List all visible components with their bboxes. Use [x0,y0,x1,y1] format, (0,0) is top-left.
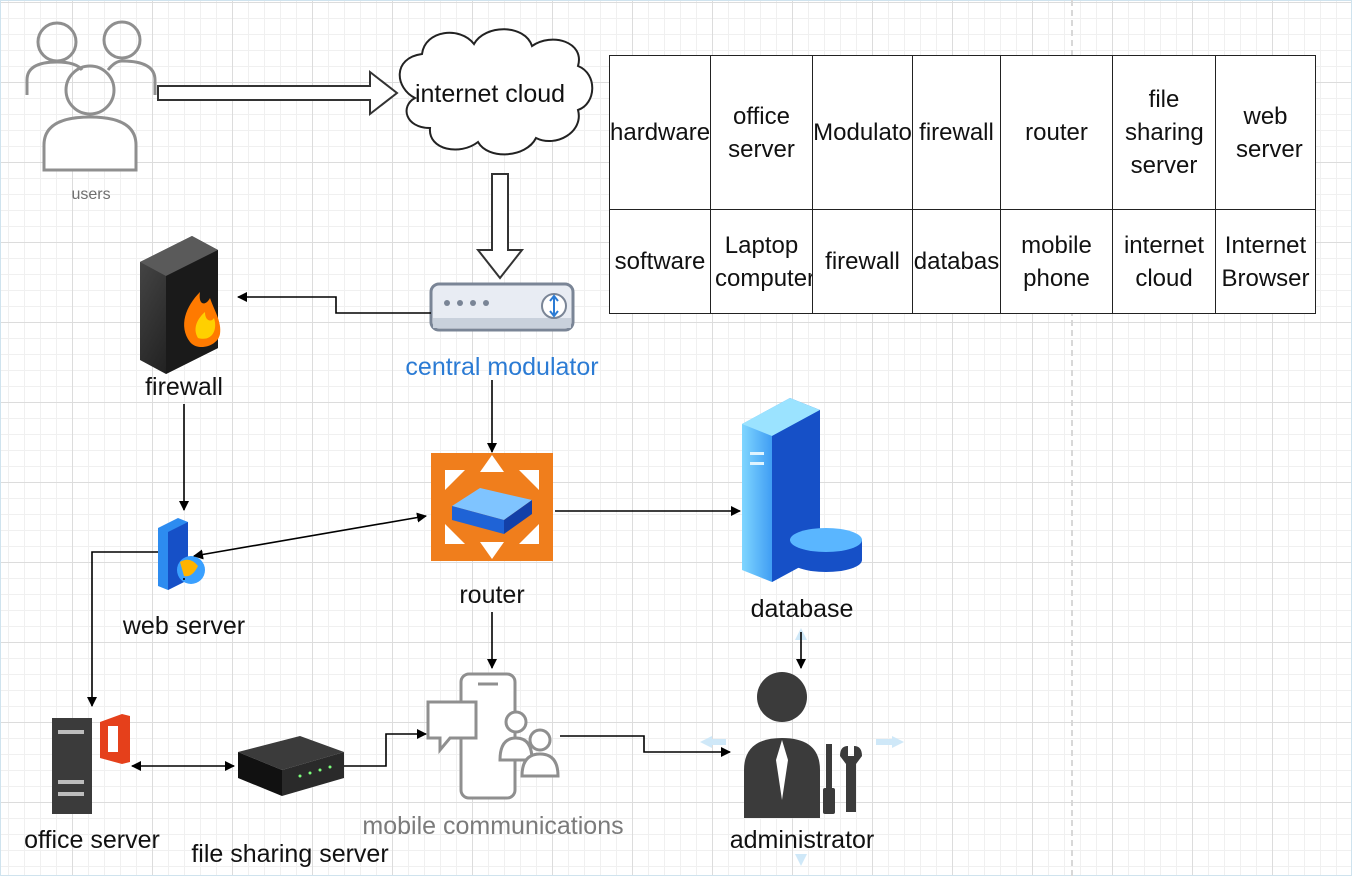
legend-cell: software [609,209,711,314]
web-server-icon [158,518,205,590]
administrator-icon [744,672,862,818]
firewall-label: firewall [145,373,223,401]
filesharing-to-mobile-connector [344,729,427,767]
legend-cell: router [1000,54,1113,211]
legend-text: mobile phone [1021,231,1092,292]
database-icon [742,398,862,582]
web-server-label: web server [122,612,246,640]
legend-cell: mobile phone [1000,209,1113,314]
users-icon [25,20,157,172]
legend-text: firewall [919,119,994,147]
legend-cell: web server [1215,54,1316,211]
legend-text: file sharing server [1125,86,1204,180]
administrator-label: administrator [729,826,875,854]
legend-text: databas [913,248,1000,276]
legend-text: Internet Browser [1221,231,1310,292]
legend-text: hardware [610,119,711,147]
legend-row-hardware: hardware office server Modulato firewall… [609,54,1316,211]
legend-text: firewall [825,248,900,276]
users-to-cloud-arrow [157,69,399,117]
file-sharing-server-label: file sharing server [191,840,389,868]
legend-text: software [614,248,706,276]
cloud-label: internet cloud [414,80,566,108]
firewall-icon [140,236,221,374]
cloud-icon [398,28,594,156]
database-label: database [750,595,854,623]
legend-cell: file sharing server [1112,54,1216,211]
webserver-to-office-connector [87,551,158,707]
cloud-to-modulator-arrow [475,173,525,280]
legend-cell: Modulato [812,54,913,211]
legend-table: hardware office server Modulato firewall… [609,54,1316,314]
mobile-communications-icon [426,672,560,800]
modulator-to-firewall-connector [237,292,431,314]
legend-cell: office server [710,54,813,211]
mobile-to-admin-connector [560,735,731,757]
mobile-communications-label: mobile communications [362,812,624,840]
legend-cell: Laptop computer [710,209,813,314]
office-server-icon [52,714,130,814]
router-label: router [459,581,525,609]
legend-text: Laptop computer [715,231,813,292]
router-icon [431,453,553,561]
file-sharing-server-icon [238,736,344,796]
webserver-router-connector [193,512,427,560]
office-server-label: office server [24,826,160,854]
legend-cell: firewall [912,54,1001,211]
legend-row-software: software Laptop computer firewall databa… [609,209,1316,314]
legend-cell: firewall [812,209,913,314]
modulator-icon [429,282,575,332]
legend-cell: hardware [609,54,711,211]
legend-text: internet cloud [1123,231,1205,292]
legend-text: web server [1236,102,1303,163]
legend-cell: Internet Browser [1215,209,1316,314]
modulator-label: central modulator [405,353,599,381]
users-label: users [71,186,111,203]
legend-text: Modulato [813,119,912,147]
legend-text: router [1025,119,1088,147]
page-break-line [1071,0,1073,876]
legend-cell: internet cloud [1112,209,1216,314]
legend-cell: databas [912,209,1001,314]
legend-text: office server [728,102,795,163]
